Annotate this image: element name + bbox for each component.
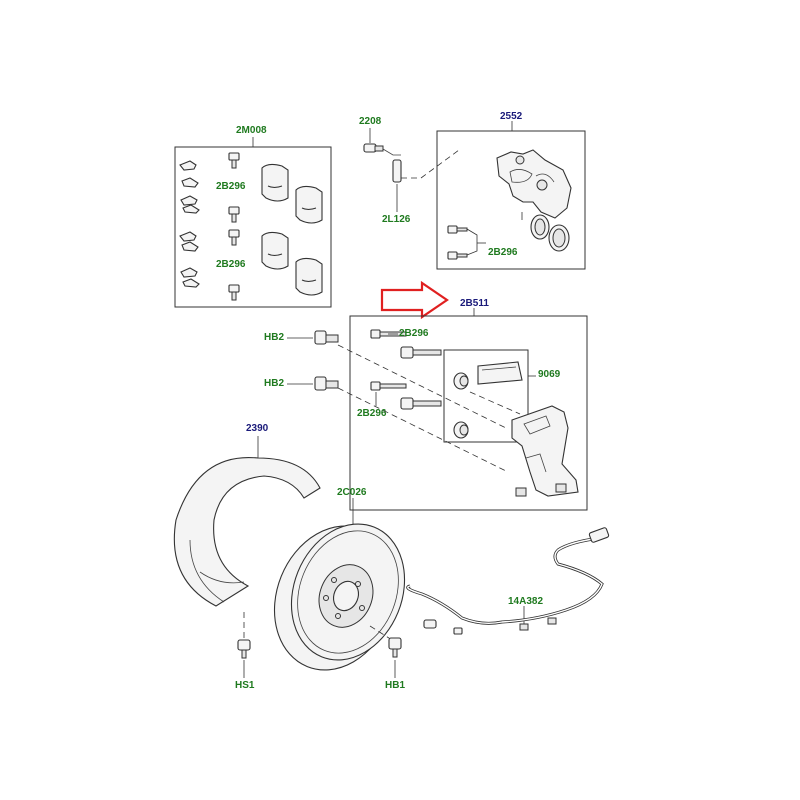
label-2c026: 2C026 <box>337 487 367 498</box>
label-2b511: 2B511 <box>460 298 489 309</box>
pad-kit-group <box>174 137 332 308</box>
label-hb2-top: HB2 <box>264 332 285 343</box>
pad-clips <box>179 160 200 288</box>
label-hb2-bottom: HB2 <box>264 378 285 389</box>
wear-sensor-harness <box>406 527 610 635</box>
brake-disc <box>273 498 406 678</box>
label-2552: 2552 <box>500 111 523 122</box>
caliper-group <box>436 121 586 270</box>
label-2390: 2390 <box>246 423 269 434</box>
pad-kit-bolts <box>228 152 240 301</box>
label-2b296-b: 2B296 <box>216 259 246 270</box>
guide-pin-kit-box <box>443 349 529 443</box>
label-2l126: 2L126 <box>382 214 411 225</box>
label-2b296-a: 2B296 <box>216 181 246 192</box>
pad-wear-sensor-group <box>363 128 460 212</box>
hb2-bolts <box>287 330 339 391</box>
label-14a382: 14A382 <box>508 596 544 607</box>
caliper-box <box>436 130 586 270</box>
label-2m008: 2M008 <box>236 125 267 136</box>
label-2208: 2208 <box>359 116 382 127</box>
label-2b296-c: 2B296 <box>488 247 518 258</box>
label-2b296-d: 2B296 <box>399 328 429 339</box>
pad-kit-box <box>174 146 332 308</box>
splash-shield <box>173 436 321 678</box>
carrier-box <box>349 315 588 511</box>
callout-arrow <box>380 280 449 320</box>
carrier-group <box>337 308 588 511</box>
label-hb1: HB1 <box>385 680 406 691</box>
label-2b296-e: 2B296 <box>357 408 387 419</box>
label-9069: 9069 <box>538 369 561 380</box>
label-hs1: HS1 <box>235 680 255 691</box>
brake-pads <box>261 163 323 296</box>
